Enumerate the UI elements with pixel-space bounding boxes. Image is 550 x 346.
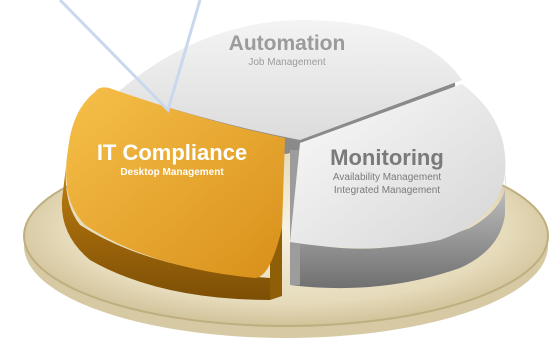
monitoring-subtitle-1: Availability Management (332, 172, 442, 183)
callout-pointer (58, 0, 202, 113)
it-compliance-segment (66, 87, 285, 278)
it-compliance-subtitle: Desktop Management (120, 167, 224, 178)
automation-title: Automation (228, 32, 346, 55)
automation-segment (118, 20, 462, 140)
it-compliance-label: IT Compliance Desktop Management (82, 140, 262, 179)
automation-subtitle: Job Management (248, 57, 326, 68)
monitoring-subtitle-2: Integrated Management (333, 185, 441, 196)
it-compliance-title: IT Compliance (96, 140, 248, 165)
monitoring-segment-side (290, 175, 506, 289)
monitoring-label: Monitoring Availability Management Integ… (312, 145, 462, 197)
automation-label: Automation Job Management (212, 32, 362, 69)
it-compliance-segment-side (61, 150, 270, 300)
monitoring-segment (290, 84, 506, 249)
monitoring-title: Monitoring (330, 145, 444, 170)
